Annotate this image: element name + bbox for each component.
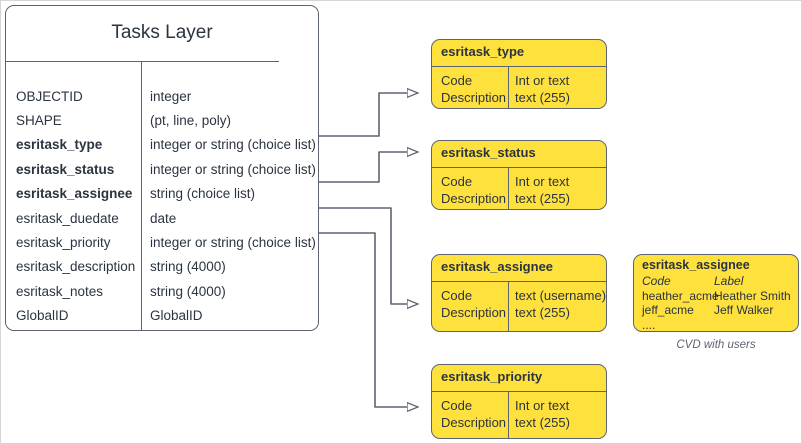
table-row: esritask_description string (4000) [6,255,318,279]
domain-types: Int or text text (255) [515,173,570,207]
domain-title: esritask_type [441,44,525,59]
cvd-title: esritask_assignee [642,258,750,272]
domain-field-description: Description [441,305,507,320]
field-name: OBJECTID [16,88,83,104]
domain-type-code: text (username) [515,288,607,303]
domain-column-divider [508,392,509,438]
list-item: jeff_acme Jeff Walker [642,303,794,318]
domain-type-code: Int or text [515,398,570,413]
domain-field-description: Description [441,191,507,206]
field-type: (pt, line, poly) [150,113,232,129]
field-name: esritask_assignee [16,186,133,202]
list-item: .... [642,318,794,333]
cvd-cell-label [714,318,794,333]
field-name: GlobalID [16,308,69,324]
domain-title: esritask_assignee [441,259,554,274]
table-row: esritask_duedate date [6,206,318,230]
domain-field-code: Code [441,73,473,88]
field-name: esritask_notes [16,283,104,299]
domain-fields: Code Description [441,397,506,431]
connector-type [319,93,418,137]
domain-field-code: Code [441,288,473,303]
domain-column-divider [508,282,509,331]
domain-field-code: Code [441,398,473,413]
domain-type-code: Int or text [515,73,570,88]
cvd-cell-code: .... [642,317,656,332]
domain-type-description: text (255) [515,415,570,430]
cvd-cell-code: heather_acme [642,288,719,303]
domain-box-esritask-priority: esritask_priority Code Description Int o… [431,364,607,439]
cvd-header-row: Code Label [642,274,794,289]
connector-status [319,152,418,183]
table-row: esritask_notes string (4000) [6,279,318,303]
domain-type-description: text (255) [515,90,570,105]
domain-box-esritask-status: esritask_status Code Description Int or … [431,140,607,210]
domain-title: esritask_status [441,145,536,160]
field-name: esritask_type [16,137,103,153]
domain-title-divider [432,391,606,392]
connector-assignee [319,207,418,304]
domain-box-esritask-type: esritask_type Code Description Int or te… [431,39,607,109]
domain-title: esritask_priority [441,369,543,384]
domain-field-code: Code [441,174,473,189]
cvd-table: Code Label heather_acme Heather Smith je… [642,274,794,332]
field-type: date [150,210,177,226]
field-type: integer or string (choice list) [150,137,316,153]
field-type: string (4000) [150,283,226,299]
domain-title-divider [432,167,606,168]
cvd-cell-code: jeff_acme [642,303,694,317]
field-type: integer or string (choice list) [150,235,316,251]
field-type: GlobalID [150,308,203,324]
entity-field-list: OBJECTID integer SHAPE (pt, line, poly) … [6,84,318,328]
domain-title-divider [432,66,606,67]
field-name: esritask_duedate [16,210,119,226]
table-row: esritask_assignee string (choice list) [6,182,318,206]
field-type: integer [150,88,192,104]
domain-column-divider [508,168,509,209]
field-type: string (4000) [150,259,226,275]
entity-title: Tasks Layer [111,22,213,43]
field-type: string (choice list) [150,186,256,202]
tasks-layer-entity: Tasks Layer OBJECTID integer SHAPE (pt, … [5,5,319,331]
table-row: esritask_status integer or string (choic… [6,157,318,181]
table-row: esritask_priority integer or string (cho… [6,230,318,254]
domain-types: Int or text text (255) [515,397,570,431]
field-name: esritask_priority [16,235,111,251]
table-row: GlobalID GlobalID [6,304,318,328]
field-type: integer or string (choice list) [150,161,316,177]
cvd-header-label: Label [714,274,744,288]
domain-fields: Code Description [441,173,506,207]
domain-type-code: Int or text [515,174,570,189]
domain-fields: Code Description [441,287,506,321]
field-name: esritask_status [16,161,115,177]
domain-field-description: Description [441,90,507,105]
cvd-cell-label: Heather Smith [714,288,791,303]
cvd-header-code: Code [642,274,671,288]
domain-box-esritask-assignee: esritask_assignee Code Description text … [431,254,607,332]
field-name: SHAPE [16,113,62,129]
cvd-cell-label: Jeff Walker [714,303,774,317]
domain-field-description: Description [441,415,507,430]
domain-types: Int or text text (255) [515,72,570,106]
domain-fields: Code Description [441,72,506,106]
domain-title-divider [432,281,606,282]
domain-type-description: text (255) [515,191,570,206]
domain-column-divider [508,67,509,108]
connector-priority [319,232,418,407]
list-item: heather_acme Heather Smith [642,289,794,304]
table-row: SHAPE (pt, line, poly) [6,108,318,132]
table-row: esritask_type integer or string (choice … [6,133,318,157]
entity-title-divider [6,61,279,62]
table-row: OBJECTID integer [6,84,318,108]
cvd-caption: CVD with users [676,339,756,351]
domain-type-description: text (255) [515,305,570,320]
field-name: esritask_description [16,259,136,275]
entity-column-divider [141,62,142,330]
cvd-box-esritask-assignee: esritask_assignee Code Label heather_acm… [633,254,799,332]
domain-types: text (username) text (255) [515,287,606,321]
